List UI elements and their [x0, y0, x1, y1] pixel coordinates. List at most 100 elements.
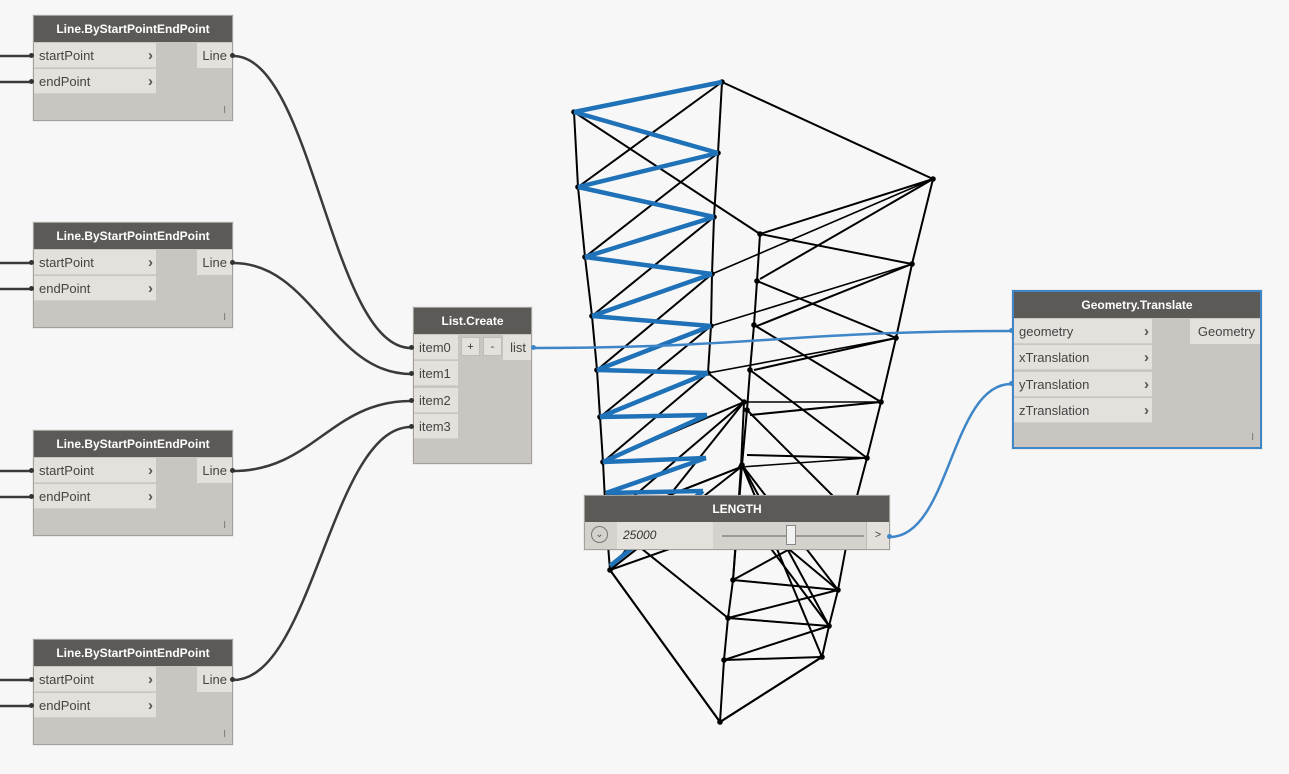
tower-brace — [756, 263, 913, 327]
port-connector-dot[interactable] — [29, 260, 34, 265]
port-item1[interactable]: item1 — [414, 361, 458, 386]
chevron-right-icon[interactable]: › — [148, 462, 153, 479]
port-geometry-output[interactable]: Geometry — [1190, 319, 1260, 344]
tower-joint — [819, 654, 825, 660]
tower-column — [707, 372, 745, 403]
node-title[interactable]: Line.ByStartPointEndPoint — [34, 223, 232, 249]
chevron-right-icon[interactable]: › — [148, 671, 153, 688]
port-connector-dot[interactable] — [1009, 381, 1014, 386]
port-startpoint[interactable]: startPoint› — [34, 43, 156, 68]
port-ztranslation[interactable]: zTranslation› — [1014, 398, 1152, 423]
slider-output-arrow[interactable]: > — [866, 522, 889, 549]
port-connector-dot[interactable] — [409, 398, 414, 403]
chevron-right-icon[interactable]: › — [1144, 402, 1149, 419]
add-input-button[interactable]: + — [461, 337, 480, 356]
slider-value-field[interactable]: 25000 — [617, 522, 713, 549]
port-connector-dot[interactable] — [29, 703, 34, 708]
tower-column — [577, 186, 586, 258]
node-title[interactable]: List.Create — [414, 308, 531, 334]
port-connector-dot[interactable] — [531, 345, 536, 350]
resize-grip-icon[interactable]: I — [223, 105, 226, 116]
port-geometry[interactable]: geometry › — [1014, 319, 1152, 344]
port-connector-dot[interactable] — [1009, 328, 1014, 333]
port-list-output[interactable]: list — [503, 335, 531, 360]
port-endpoint[interactable]: endPoint› — [34, 484, 156, 509]
highlighted-brace — [577, 150, 719, 190]
port-connector-dot[interactable] — [887, 534, 892, 539]
port-item3[interactable]: item3 — [414, 414, 458, 439]
node-title[interactable]: Line.ByStartPointEndPoint — [34, 16, 232, 42]
port-xtranslation[interactable]: xTranslation› — [1014, 345, 1152, 370]
port-item2[interactable]: item2 — [414, 388, 458, 413]
port-endpoint[interactable]: endPoint› — [34, 276, 156, 301]
tower-brace — [753, 337, 897, 371]
node-title[interactable]: Line.ByStartPointEndPoint — [34, 431, 232, 457]
port-endpoint[interactable]: endPoint› — [34, 693, 156, 718]
chevron-right-icon[interactable]: › — [148, 73, 153, 90]
chevron-right-icon[interactable]: › — [1144, 349, 1149, 366]
port-line-output[interactable]: Line — [197, 458, 232, 483]
port-connector-dot[interactable] — [230, 260, 235, 265]
tower-joint — [878, 399, 884, 405]
highlighted-brace — [596, 367, 709, 376]
resize-grip-icon[interactable]: I — [223, 520, 226, 531]
geometry-translate-node[interactable]: Geometry.Translate geometry › xTranslatio… — [1012, 290, 1262, 449]
chevron-right-icon[interactable]: › — [148, 697, 153, 714]
port-connector-dot[interactable] — [230, 53, 235, 58]
port-connector-dot[interactable] — [409, 424, 414, 429]
port-item0[interactable]: item0 — [414, 335, 458, 360]
port-connector-dot[interactable] — [29, 53, 34, 58]
port-label: geometry — [1019, 324, 1074, 339]
line-by-start-point-end-point-node[interactable]: Line.ByStartPointEndPoint startPoint› en… — [33, 222, 233, 328]
tower-brace — [710, 263, 913, 327]
line-by-start-point-end-point-node[interactable]: Line.ByStartPointEndPoint startPoint› en… — [33, 639, 233, 745]
line-by-start-point-end-point-node[interactable]: Line.ByStartPointEndPoint startPoint› en… — [33, 430, 233, 536]
port-endpoint[interactable]: endPoint› — [34, 69, 156, 94]
list-create-node[interactable]: List.Create item0 item1 item2 item3 + - … — [413, 307, 532, 464]
port-line-output[interactable]: Line — [197, 43, 232, 68]
resize-grip-icon[interactable]: I — [1251, 432, 1254, 443]
tower-column — [727, 579, 734, 619]
chevron-right-icon[interactable]: › — [148, 254, 153, 271]
port-line-output[interactable]: Line — [197, 250, 232, 275]
port-startpoint[interactable]: startPoint› — [34, 250, 156, 275]
port-connector-dot[interactable] — [230, 677, 235, 682]
chevron-right-icon[interactable]: › — [1144, 376, 1149, 393]
chevron-right-icon[interactable]: › — [1144, 323, 1149, 340]
port-connector-dot[interactable] — [29, 677, 34, 682]
port-connector-dot[interactable] — [29, 494, 34, 499]
tower-joint — [739, 462, 745, 468]
node-title[interactable]: LENGTH — [585, 496, 889, 522]
node-title[interactable]: Geometry.Translate — [1014, 292, 1260, 318]
chevron-down-icon[interactable]: ⌄ — [591, 526, 608, 543]
chevron-right-icon[interactable]: › — [148, 47, 153, 64]
port-startpoint[interactable]: startPoint› — [34, 458, 156, 483]
connector-wire — [533, 329, 1012, 350]
node-title[interactable]: Line.ByStartPointEndPoint — [34, 640, 232, 666]
port-connector-dot[interactable] — [409, 345, 414, 350]
slider-thumb[interactable] — [786, 525, 796, 545]
line-by-start-point-end-point-node[interactable]: Line.ByStartPointEndPoint startPoint› en… — [33, 15, 233, 121]
highlighted-brace — [577, 184, 715, 220]
port-connector-dot[interactable] — [29, 79, 34, 84]
tower-column — [596, 369, 601, 418]
port-connector-dot[interactable] — [230, 468, 235, 473]
tower-brace — [609, 569, 721, 723]
resize-grip-icon[interactable]: I — [223, 729, 226, 740]
length-slider-node[interactable]: LENGTH ⌄ 25000 > — [584, 495, 890, 550]
port-line-output[interactable]: Line — [197, 667, 232, 692]
port-connector-dot[interactable] — [29, 468, 34, 473]
port-startpoint[interactable]: startPoint› — [34, 667, 156, 692]
chevron-right-icon[interactable]: › — [148, 488, 153, 505]
port-ytranslation[interactable]: yTranslation› — [1014, 372, 1152, 397]
remove-input-button[interactable]: - — [483, 337, 502, 356]
tower-column — [756, 233, 761, 282]
port-connector-dot[interactable] — [409, 371, 414, 376]
tower-joint — [864, 455, 870, 461]
highlighted-brace — [605, 488, 704, 496]
tower-column — [880, 337, 897, 403]
connector-wire — [232, 261, 412, 376]
resize-grip-icon[interactable]: I — [223, 312, 226, 323]
port-connector-dot[interactable] — [29, 286, 34, 291]
chevron-right-icon[interactable]: › — [148, 280, 153, 297]
